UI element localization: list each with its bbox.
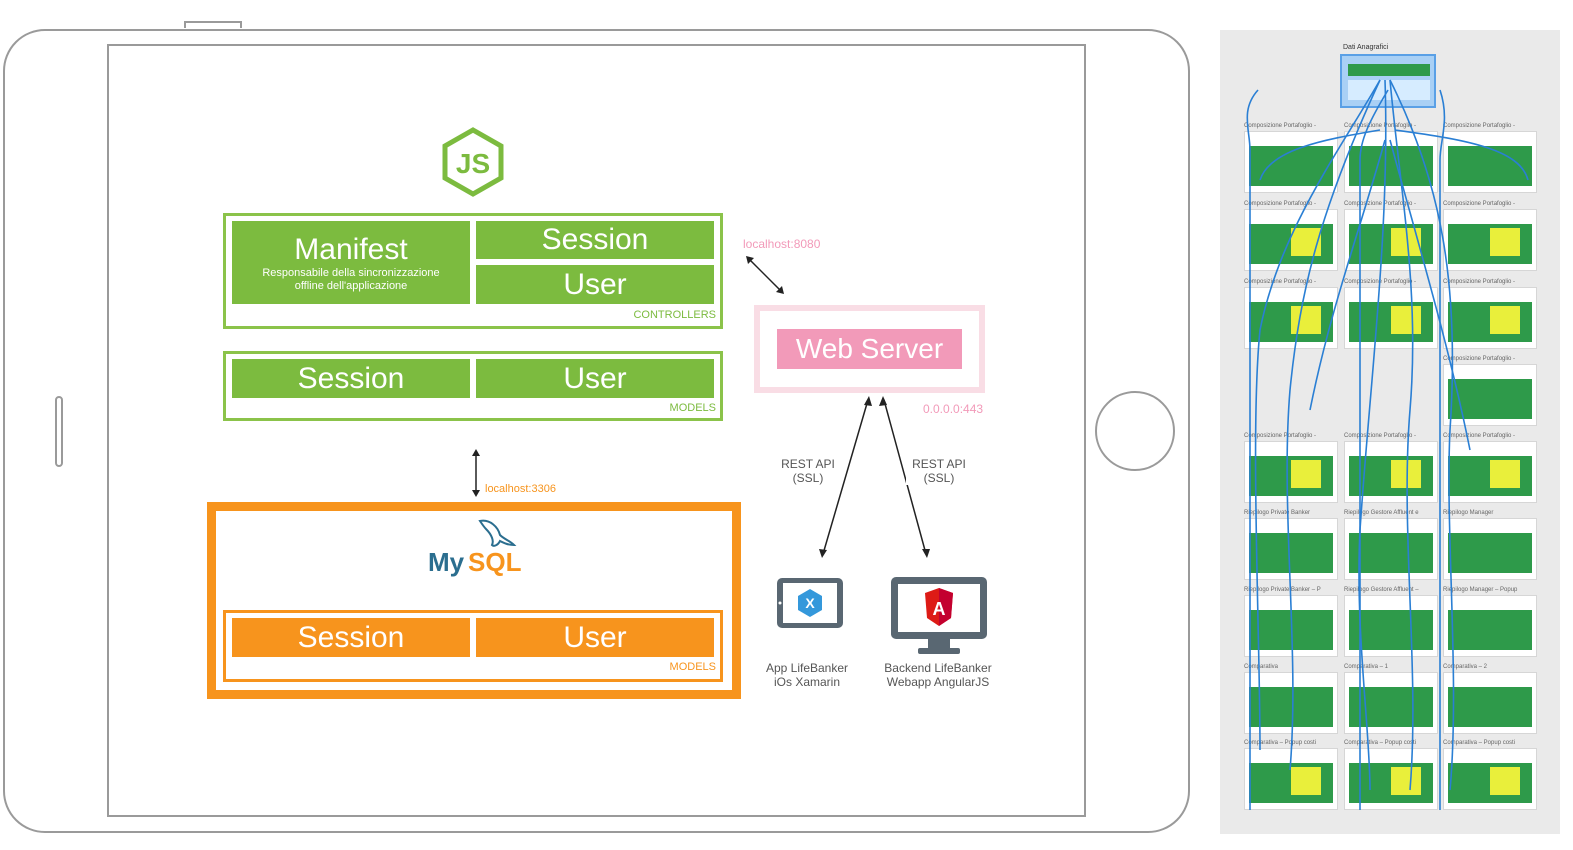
- tablet-side-button: [55, 396, 63, 467]
- app-client-line1: App LifeBanker: [765, 661, 849, 675]
- rest-api-right-line1: REST API: [912, 457, 966, 471]
- nodejs-logo-icon: JS: [442, 127, 504, 197]
- models-tag: MODELS: [669, 402, 716, 414]
- flow-connector: [1394, 129, 1529, 181]
- flow-connector: [1389, 79, 1414, 791]
- flow-connections: [1246, 79, 1529, 810]
- flow-connector: [1286, 79, 1381, 771]
- session-controller: Session: [476, 221, 714, 259]
- web-server-host-label: localhost:8080: [743, 237, 821, 251]
- user-model: User: [476, 359, 714, 398]
- user-table: User: [476, 618, 714, 657]
- svg-text:A: A: [933, 599, 946, 619]
- session-table: Session: [232, 618, 470, 657]
- monitor-backend-icon: A: [891, 577, 987, 654]
- web-server-box: Web Server: [777, 329, 962, 369]
- web-server-bind-label: 0.0.0.0:443: [923, 402, 984, 416]
- db-link-arrow: [472, 449, 480, 497]
- db-link-label: localhost:3306: [485, 483, 556, 495]
- user-controller: User: [476, 265, 714, 304]
- svg-text:My: My: [428, 547, 465, 577]
- svg-text:X: X: [805, 595, 815, 611]
- session-model: Session: [232, 359, 470, 398]
- rest-api-left-label: REST API (SSL): [775, 457, 841, 485]
- rest-api-left-line2: (SSL): [792, 471, 824, 485]
- flow-connector: [1309, 139, 1386, 411]
- svg-text:SQL: SQL: [468, 547, 522, 577]
- app-client-line2: iOs Xamarin: [773, 675, 841, 689]
- controllers-tag: CONTROLLERS: [633, 309, 716, 321]
- web-server-frame: [754, 305, 985, 393]
- tablet-home-button: [1095, 391, 1175, 471]
- mysql-frame: [207, 502, 741, 699]
- mysql-logo-icon: My SQL: [428, 519, 522, 577]
- flow-connector: [1246, 89, 1259, 810]
- backend-client-label: Backend LifeBanker Webapp AngularJS: [876, 661, 1000, 689]
- app-client-label: App LifeBanker iOs Xamarin: [755, 661, 859, 689]
- svg-text:JS: JS: [456, 148, 490, 179]
- rest-api-right-line2: (SSL): [923, 471, 955, 485]
- flow-connector: [1389, 79, 1455, 791]
- backend-client-line2: Webapp AngularJS: [886, 675, 990, 689]
- controllers-frame: [223, 213, 723, 329]
- flow-top-title: Dati Anagrafici: [1343, 44, 1389, 51]
- tablet-screen: [107, 44, 1086, 817]
- rest-api-arrows: [819, 396, 930, 558]
- mysql-models-tag: MODELS: [669, 661, 716, 673]
- models-frame: [223, 351, 723, 421]
- flow-connector: [1389, 139, 1471, 451]
- flow-connector: [1358, 79, 1387, 791]
- flow-connector: [1439, 89, 1446, 810]
- manifest-desc-1: Responsabile della sincronizzazione: [262, 266, 440, 279]
- mysql-models-frame: [223, 610, 723, 682]
- flow-top-screen[interactable]: [1340, 54, 1436, 108]
- flow-connector: [1259, 129, 1381, 181]
- tablet-app-icon: X: [777, 578, 843, 628]
- app-webserver-arrow: [746, 256, 784, 294]
- tablet-frame: [3, 29, 1190, 833]
- rest-api-left-line1: REST API: [781, 457, 835, 471]
- backend-client-line1: Backend LifeBanker: [884, 661, 992, 675]
- manifest-title: Manifest: [294, 232, 408, 266]
- tablet-camera-slot: [184, 21, 242, 28]
- manifest-controller: Manifest Responsabile della sincronizzaz…: [232, 221, 470, 304]
- flow-connector: [1254, 79, 1381, 751]
- manifest-desc-2: offline dell'applicazione: [294, 279, 408, 292]
- rest-api-right-label: REST API (SSL): [906, 457, 972, 485]
